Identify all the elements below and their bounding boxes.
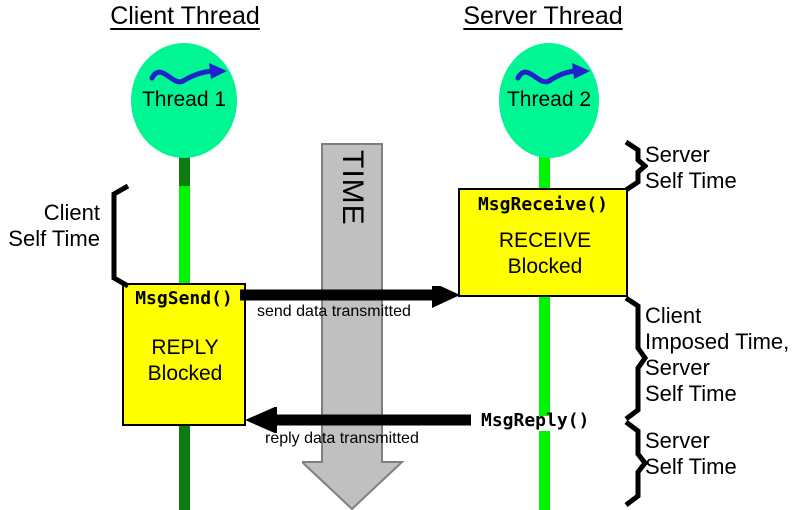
client-msgsend-state-box: MsgSend() REPLY Blocked <box>122 283 246 426</box>
server-self-time-bottom-line-1: Server <box>645 428 710 453</box>
server-state-line-1: RECEIVE <box>498 229 592 252</box>
server-api-label: MsgReceive() <box>477 194 609 215</box>
client-thread-label: Thread 1 <box>141 88 227 111</box>
server-lifeline-active-bottom <box>539 431 550 510</box>
client-self-time-annotation: Client Self Time <box>0 200 100 252</box>
time-axis-label-wrapper: TIME <box>336 150 445 226</box>
client-imposed-time-brace <box>624 296 648 421</box>
server-self-time-top-line-1: Server <box>645 142 710 167</box>
server-thread-bubble: Thread 2 <box>499 43 599 158</box>
client-imposed-time-line-2: Imposed Time, <box>645 329 790 354</box>
server-state-line-2: Blocked <box>507 255 583 278</box>
reply-data-caption: reply data transmitted <box>265 430 419 447</box>
thread-activity-squiggle-icon <box>149 63 227 85</box>
client-state-line-2: Blocked <box>147 362 223 385</box>
client-column-title: Client Thread <box>110 2 260 30</box>
client-self-time-bracket <box>111 184 130 288</box>
server-lifeline-active-processing <box>539 298 550 416</box>
client-thread-bubble: Thread 1 <box>131 43 237 158</box>
client-lifeline-blocked-top <box>179 140 190 186</box>
send-data-caption: send data transmitted <box>257 303 411 320</box>
server-self-time-top-line-2: Self Time <box>645 168 737 193</box>
server-self-time-bottom-brace <box>624 420 648 507</box>
server-self-time-top-annotation: Server Self Time <box>645 142 737 194</box>
server-column-title: Server Thread <box>463 2 623 30</box>
client-imposed-time-annotation: Client Imposed Time, Server Self Time <box>645 303 789 407</box>
thread-activity-squiggle-icon <box>515 63 590 85</box>
server-thread-label: Thread 2 <box>506 88 592 111</box>
reply-data-arrow <box>245 407 471 433</box>
client-self-time-line-2: Self Time <box>8 226 100 251</box>
client-imposed-time-line-3: Server <box>645 355 710 380</box>
client-imposed-time-line-1: Client <box>645 303 702 328</box>
server-lifeline-active-top <box>539 140 550 190</box>
client-state-line-1: REPLY <box>151 336 219 359</box>
server-msgreply-label: MsgReply() <box>481 410 590 431</box>
client-lifeline-bottom <box>179 425 190 510</box>
client-self-time-line-1: Client <box>43 200 100 225</box>
server-self-time-top-brace <box>624 140 648 192</box>
client-lifeline-active-self-time <box>179 186 190 284</box>
server-self-time-bottom-annotation: Server Self Time <box>645 428 737 480</box>
time-axis-label: TIME <box>336 150 369 226</box>
server-msgreceive-state-box: MsgReceive() RECEIVE Blocked <box>458 188 628 297</box>
server-self-time-bottom-line-2: Self Time <box>645 454 737 479</box>
client-api-label: MsgSend() <box>135 288 233 309</box>
send-data-arrow <box>240 286 460 308</box>
client-imposed-time-line-4: Self Time <box>645 381 737 406</box>
